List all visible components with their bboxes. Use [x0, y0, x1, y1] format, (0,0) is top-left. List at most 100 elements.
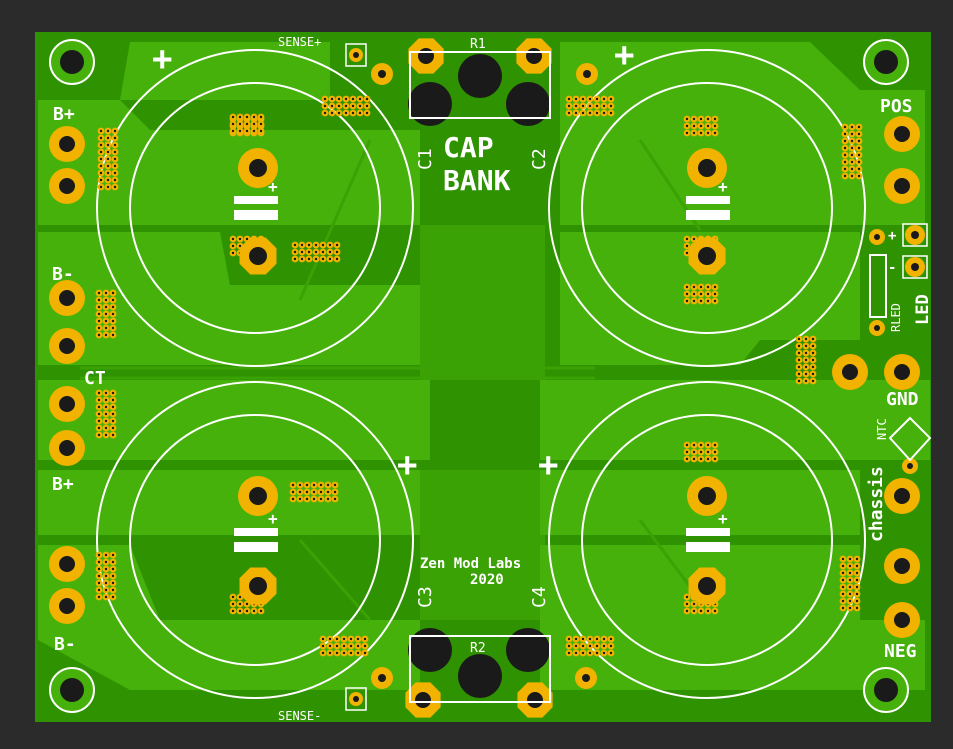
label-led-plus: + [888, 228, 896, 244]
pad [884, 116, 920, 152]
label-r2: R2 [470, 641, 486, 656]
via-array [795, 335, 817, 385]
label-chassis: chassis [866, 466, 887, 542]
via-array [229, 113, 265, 135]
pad [516, 38, 552, 74]
via-array [97, 127, 119, 191]
pad [884, 168, 920, 204]
pad [869, 229, 885, 245]
cap-polarity-marks [234, 196, 730, 552]
via-array [95, 289, 117, 339]
ntc-outline [888, 416, 932, 462]
pad [905, 257, 925, 277]
led-minus-pad-outline [902, 255, 928, 279]
mounting-hole-top-right [863, 39, 909, 85]
mounting-hole-top-left [49, 39, 95, 85]
label-b-plus-top: B+ [53, 104, 75, 125]
year-label: 2020 [470, 572, 504, 588]
label-b-minus-mid: B- [52, 264, 74, 285]
label-sense-plus: SENSE+ [278, 35, 321, 49]
pad [49, 280, 85, 316]
via-array [291, 241, 341, 263]
label-c2: C2 [529, 148, 550, 170]
sense-minus-pad-outline [345, 687, 367, 711]
mounting-holes [49, 39, 909, 713]
pad [238, 148, 278, 188]
board-title-line2: BANK [443, 164, 511, 197]
led-plus-pad-outline [902, 223, 928, 247]
via-array [683, 283, 719, 305]
pad [902, 458, 918, 474]
pad [238, 476, 278, 516]
label-sense-minus: SENSE- [278, 709, 321, 723]
pad [49, 430, 85, 466]
label-b-minus-bottom: B- [54, 634, 76, 655]
pad [49, 328, 85, 364]
pad [884, 602, 920, 638]
pad [405, 682, 441, 718]
pad [49, 168, 85, 204]
label-b-plus-bottom: B+ [52, 474, 74, 495]
pad [371, 667, 393, 689]
silkscreen: CAP BANK Zen Mod Labs 2020 C1 C2 C3 C4 R… [52, 35, 933, 723]
pad [49, 588, 85, 624]
pad [575, 667, 597, 689]
maker-label: Zen Mod Labs [420, 556, 521, 572]
via-array [95, 389, 117, 439]
pad [869, 320, 885, 336]
via-array [95, 551, 117, 601]
via-array [565, 95, 615, 117]
label-gnd: GND [886, 389, 919, 410]
pad [884, 478, 920, 514]
label-r1: R1 [470, 37, 486, 52]
pad [239, 237, 277, 275]
pad [688, 567, 726, 605]
label-c1: C1 [415, 148, 436, 170]
via-array [839, 555, 861, 612]
label-c4: C4 [529, 586, 550, 608]
pad [687, 476, 727, 516]
plus-mark-c1-outer: + [152, 39, 172, 79]
plus-mark-c2-inner: + [718, 177, 728, 196]
capacitor-outlines [96, 49, 866, 699]
label-c3: C3 [415, 586, 436, 608]
pad [688, 237, 726, 275]
label-led-minus: - [888, 260, 896, 276]
via-array [683, 115, 719, 137]
pad [239, 567, 277, 605]
terminal-pads [49, 38, 925, 718]
via-array [319, 635, 369, 657]
mounting-hole-bottom-right [863, 667, 909, 713]
pad [517, 682, 553, 718]
pad [905, 225, 925, 245]
label-pos: POS [880, 96, 913, 117]
board-title-line1: CAP [443, 131, 494, 164]
pad [49, 126, 85, 162]
plus-mark-c4-outer: + [538, 445, 558, 485]
via-array [321, 95, 371, 117]
pad [49, 386, 85, 422]
pad [884, 548, 920, 584]
resistor-outlines [409, 51, 551, 703]
label-led: LED [913, 294, 933, 325]
label-rled: RLED [889, 303, 903, 332]
pad [884, 354, 920, 390]
pad [576, 63, 598, 85]
plus-mark-c3-inner: + [268, 509, 278, 528]
resistor-bodies [408, 54, 550, 698]
plus-mark-c3-outer: + [397, 445, 417, 485]
sense-plus-pad-outline [345, 43, 367, 67]
via-array [683, 441, 719, 463]
pad [832, 354, 868, 390]
label-ct: CT [84, 368, 106, 389]
mounting-hole-bottom-left [49, 667, 95, 713]
label-neg: NEG [884, 641, 917, 662]
rled-outline [869, 254, 887, 318]
label-ntc: NTC [875, 418, 889, 440]
pad [371, 63, 393, 85]
pad [49, 546, 85, 582]
pad [687, 148, 727, 188]
via-array [841, 123, 863, 180]
pad [408, 38, 444, 74]
